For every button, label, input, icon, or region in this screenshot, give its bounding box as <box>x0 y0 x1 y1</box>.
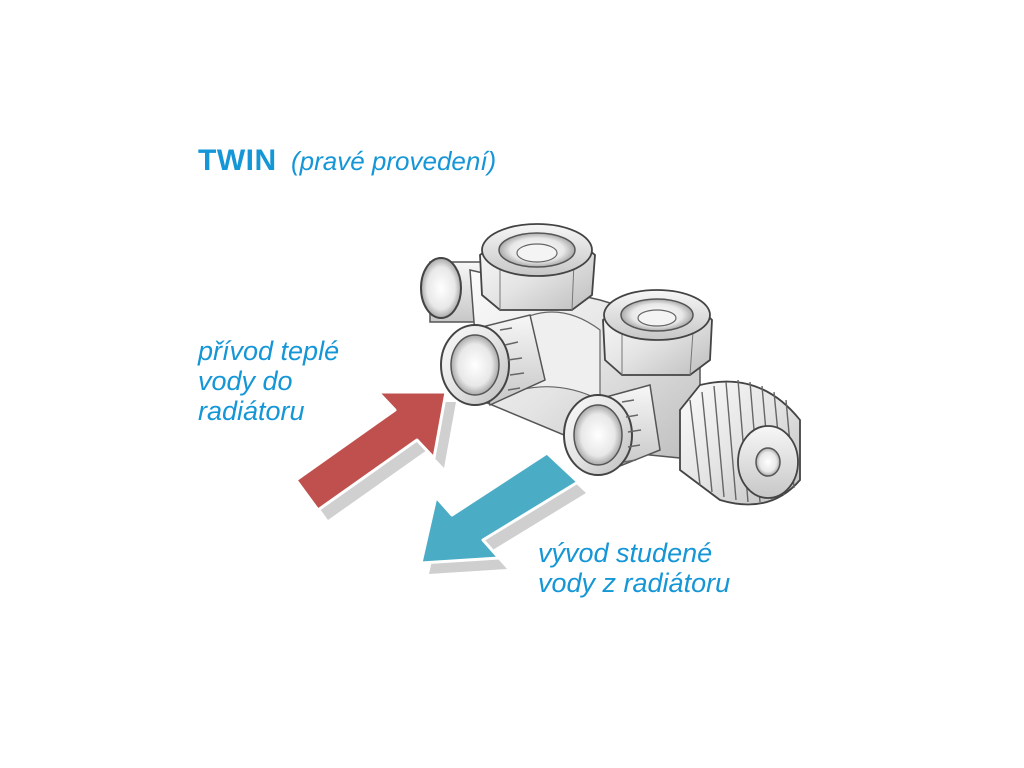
knurled-cap <box>679 379 801 506</box>
inlet-label-line: radiátoru <box>198 396 305 426</box>
title-main: TWIN <box>198 144 277 177</box>
outlet-label: vývod studené vody z radiátoru <box>538 538 730 598</box>
diagram-title: TWIN (pravé provedení) <box>198 144 496 178</box>
outlet-label-line: vývod studené <box>538 538 713 568</box>
left-hex-nut <box>479 223 596 311</box>
right-hex-nut <box>602 289 713 376</box>
inlet-label: přívod teplé vody do radiátoru <box>198 336 339 426</box>
outlet-port <box>563 384 661 476</box>
inlet-label-line: přívod teplé <box>198 336 340 366</box>
inlet-label-line: vody do <box>198 366 293 396</box>
inlet-port <box>440 314 546 407</box>
outlet-label-line: vody z radiátoru <box>538 568 731 598</box>
inlet-arrow <box>294 390 456 520</box>
outlet-arrow <box>419 451 586 574</box>
title-subtitle: (pravé provedení) <box>290 146 497 176</box>
